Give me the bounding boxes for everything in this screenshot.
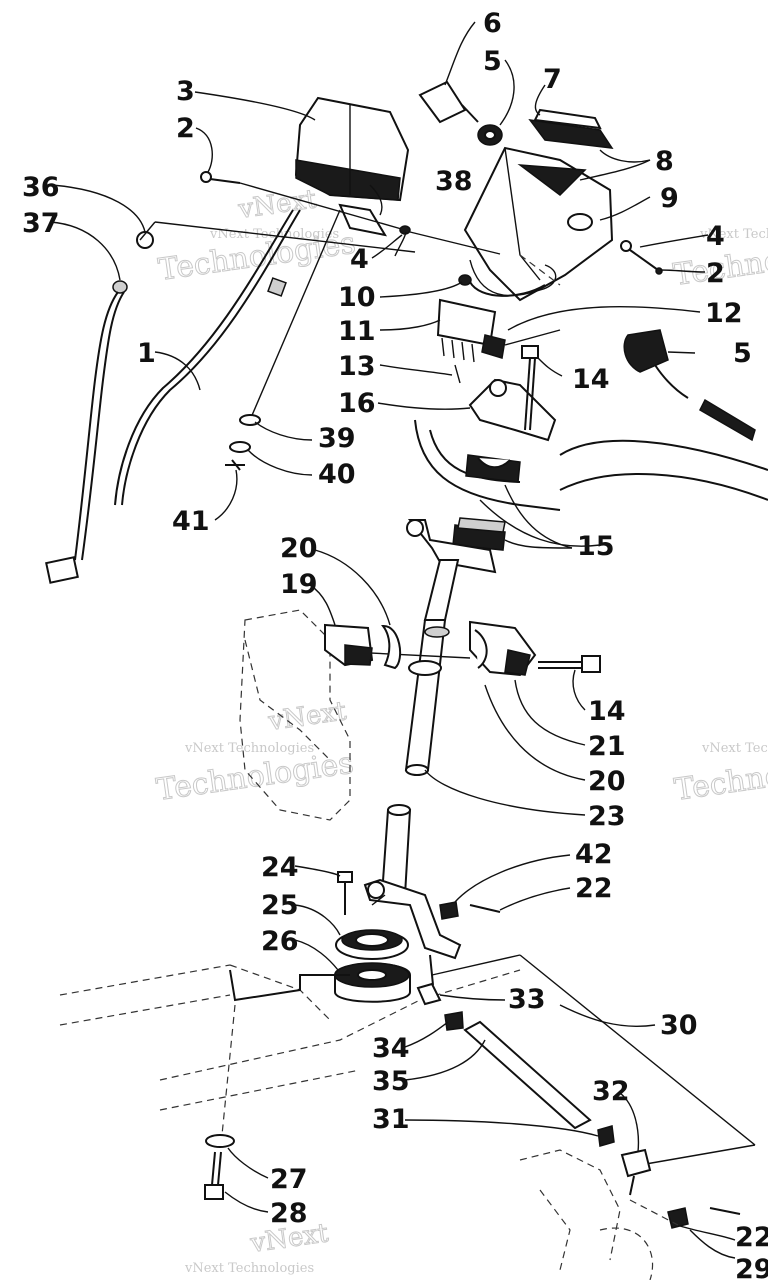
steering-post	[349, 519, 497, 776]
callout-labels: 3 2 36 37 1 38 4 10 11 13 16 14 15 6 5 7…	[22, 8, 768, 1280]
callout-39: 39	[318, 423, 356, 454]
callout-41: 41	[172, 506, 210, 537]
callout-25: 25	[261, 890, 299, 921]
steering-post-blocks	[324, 620, 601, 677]
callout-42: 42	[575, 839, 613, 870]
callout-14-lower: 14	[588, 696, 626, 727]
leader-lines	[49, 21, 736, 1259]
callout-36: 36	[22, 172, 60, 203]
callout-27: 27	[270, 1164, 308, 1195]
tie-rod	[416, 954, 756, 1229]
reflector-parts	[517, 108, 614, 196]
watermark-text: vNext Technologies	[184, 741, 314, 756]
lower-steering-arm	[363, 804, 501, 960]
callout-14: 14	[572, 364, 610, 395]
watermark-text: vNext	[266, 696, 349, 737]
callout-24: 24	[261, 852, 299, 883]
callout-37: 37	[22, 208, 60, 239]
callout-8: 8	[655, 146, 674, 177]
callout-4: 4	[350, 244, 369, 275]
callout-4-right: 4	[706, 221, 725, 252]
callout-26: 26	[261, 926, 299, 957]
callout-15: 15	[577, 531, 615, 562]
callout-6: 6	[483, 8, 502, 39]
callout-34: 34	[372, 1033, 410, 1064]
lower-bolt	[204, 1004, 236, 1200]
callout-20: 20	[280, 533, 318, 564]
watermark-text: vNext Technologies	[699, 227, 768, 242]
washer-stack	[225, 414, 261, 471]
dashed-frame-outlines	[59, 609, 654, 1280]
callout-35: 35	[372, 1066, 410, 1097]
callout-31: 31	[372, 1104, 410, 1135]
watermark-text: vNext	[236, 184, 319, 225]
console-housing	[463, 146, 614, 302]
upper-bracket	[452, 345, 557, 551]
callout-22-lower: 22	[735, 1222, 768, 1253]
wiring-connectors	[436, 274, 561, 384]
callout-28: 28	[270, 1198, 308, 1229]
screw-right	[620, 240, 663, 275]
callout-3: 3	[176, 76, 195, 107]
callout-22: 22	[575, 873, 613, 904]
callout-5: 5	[483, 46, 502, 77]
callout-40: 40	[318, 459, 356, 490]
callout-12: 12	[705, 298, 743, 329]
callout-38: 38	[435, 166, 473, 197]
callout-11: 11	[338, 316, 376, 347]
callout-13: 13	[338, 351, 376, 382]
callout-2: 2	[176, 113, 195, 144]
callout-32: 32	[592, 1076, 630, 1107]
callout-29: 29	[735, 1254, 768, 1280]
callout-7: 7	[543, 64, 562, 95]
ignition-key	[418, 80, 503, 146]
callout-33: 33	[508, 984, 546, 1015]
speedometer-cable	[114, 209, 341, 506]
watermark-text: vNext Technologies	[701, 741, 768, 756]
callout-23: 23	[588, 801, 626, 832]
callout-1: 1	[137, 338, 156, 369]
callout-21: 21	[588, 731, 626, 762]
watermark-text: vNext Technologies	[209, 227, 339, 242]
callout-10: 10	[338, 282, 376, 313]
callout-30: 30	[660, 1010, 698, 1041]
watermarks: vNext Technologies Technologies vNext Te…	[154, 184, 768, 1276]
callout-9: 9	[660, 183, 679, 214]
watermark-text: vNext Technologies	[184, 1261, 314, 1276]
callout-19: 19	[280, 569, 318, 600]
callout-5-right: 5	[733, 338, 752, 369]
callout-2-right: 2	[706, 258, 725, 289]
callout-20-lower: 20	[588, 766, 626, 797]
switch-right	[623, 329, 756, 442]
bearing-set	[229, 871, 411, 1003]
callout-16: 16	[338, 388, 376, 419]
ground-wire	[45, 221, 416, 584]
